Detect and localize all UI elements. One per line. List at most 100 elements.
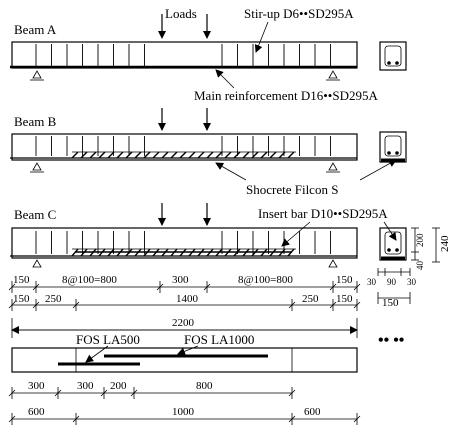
- beam-a-support-left: [32, 70, 42, 79]
- dimension-row-2: 150 250 1400 250 150: [8, 293, 361, 311]
- insert-bar-label: Insert bar D10••SD295A: [258, 206, 388, 221]
- beam-c-support-left: [32, 259, 42, 268]
- drawing-line: [100, 389, 108, 397]
- section-bottom-height: 40: [415, 261, 425, 271]
- fos-dimension-row-1: 300 300 200 800: [8, 380, 296, 399]
- fos-dim2-c: 600: [304, 406, 321, 418]
- section-width-mid: 90: [387, 277, 397, 287]
- drawing-line: [161, 151, 169, 159]
- stirrup-label: Stir-up D6••SD295A: [244, 6, 354, 21]
- drawing-line: [71, 248, 79, 257]
- shotcrete-label: Shocrete Filcon S: [246, 182, 338, 197]
- dim-row1-a: 150: [13, 274, 30, 286]
- drawing-line: [197, 151, 205, 159]
- drawing-line: [107, 151, 115, 159]
- beam-b-shotcrete-layer: [71, 151, 296, 159]
- drawing-line: [32, 301, 40, 309]
- beam-b: Beam B Shocrete Filcon S: [10, 108, 407, 197]
- drawing-line: [116, 151, 124, 159]
- section-a: [379, 41, 407, 71]
- drawing-line: [260, 151, 268, 159]
- section-width-right: 30: [407, 277, 417, 287]
- beam-a-support-right: [328, 70, 338, 79]
- drawing-line: [130, 389, 138, 397]
- fos-dim2-a: 600: [28, 406, 45, 418]
- dim-row1-b: 8@100=800: [62, 274, 117, 286]
- dim-total: 2200: [172, 317, 195, 329]
- fos-layout: FOS LA500 FOS LA1000 •• ••: [11, 332, 404, 373]
- drawing-line: [353, 283, 361, 291]
- drawing-line: [89, 151, 97, 159]
- beam-b-support-left: [32, 162, 42, 171]
- drawing-line: [80, 151, 88, 159]
- dim-row2-e: 150: [336, 293, 353, 305]
- section-b: [379, 131, 407, 163]
- drawing-line: [278, 151, 286, 159]
- dimension-total: 2200: [11, 317, 358, 338]
- drawing-line: [72, 415, 80, 423]
- beam-c-outline: [11, 227, 358, 259]
- beam-a-label: Beam A: [14, 22, 57, 37]
- section-c: [379, 227, 407, 261]
- loads-label: Loads: [165, 6, 197, 21]
- drawing-line: [71, 151, 79, 159]
- drawing-line: [251, 151, 259, 159]
- drawing-line: [125, 151, 133, 159]
- dim-row2-a: 150: [13, 293, 30, 305]
- drawing-line: [353, 301, 361, 309]
- section-width-left: 30: [367, 277, 377, 287]
- drawing-line: [8, 283, 16, 291]
- drawing-line: [143, 151, 151, 159]
- drawing-line: [8, 301, 16, 309]
- section-inner-height: 200: [415, 233, 425, 247]
- fos-la500-label: FOS LA500: [76, 332, 140, 347]
- dim-row1-d: 8@100=800: [238, 274, 293, 286]
- fos-la1000-label: FOS LA1000: [184, 332, 254, 347]
- drawing-line: [242, 151, 250, 159]
- section-a-stirrup: [384, 45, 402, 67]
- beam-a: Beam A Loads Stir-up D6••SD295A Main rei…: [10, 6, 407, 103]
- beam-a-outline: [11, 41, 358, 69]
- drawing-line: [288, 415, 296, 423]
- beam-b-stirrups: [35, 136, 331, 156]
- dim-row1-e: 150: [336, 274, 353, 286]
- drawing-line: [224, 151, 232, 159]
- beam-b-label: Beam B: [14, 114, 57, 129]
- drawing-line: [353, 415, 361, 423]
- section-height: 240: [439, 235, 451, 252]
- drawing-line: [329, 283, 337, 291]
- drawing-line: [288, 301, 296, 309]
- section-total-width: 150: [382, 297, 399, 309]
- dim-row2-c: 1400: [176, 293, 199, 305]
- beam-c: Beam C Insert bar D10••SD295A 200 40 240: [10, 203, 451, 309]
- beam-b-support-right: [328, 162, 338, 171]
- drawing-line: [206, 151, 214, 159]
- drawing-line: [54, 389, 62, 397]
- dim-row2-d: 250: [302, 293, 319, 305]
- fos-dim-a: 300: [28, 380, 45, 392]
- drawing-line: [287, 151, 295, 159]
- drawing-line: [215, 151, 223, 159]
- drawing-line: [203, 283, 211, 291]
- drawing-line: [152, 151, 160, 159]
- fos-dim2-b: 1000: [172, 406, 195, 418]
- beam-c-support-right: [328, 259, 338, 268]
- drawing-line: [170, 151, 178, 159]
- drawing-line: [32, 283, 40, 291]
- drawing-line: [156, 283, 164, 291]
- fos-dim-d: 800: [196, 380, 213, 392]
- drawing-line: [269, 151, 277, 159]
- fos-dim-c: 200: [110, 380, 127, 392]
- dimension-row-1: 150 8@100=800 300 8@100=800 150: [8, 274, 361, 293]
- fos-dim-b: 300: [77, 380, 94, 392]
- drawing-line: [8, 389, 16, 397]
- dim-row2-b: 250: [45, 293, 62, 305]
- drawing-line: [288, 389, 296, 397]
- ellipsis-mark: •• ••: [378, 332, 404, 349]
- beam-b-outline: [11, 133, 358, 161]
- drawing-line: [233, 151, 241, 159]
- drawing-line: [98, 151, 106, 159]
- drawing-line: [8, 415, 16, 423]
- beam-a-stirrups: [35, 44, 331, 66]
